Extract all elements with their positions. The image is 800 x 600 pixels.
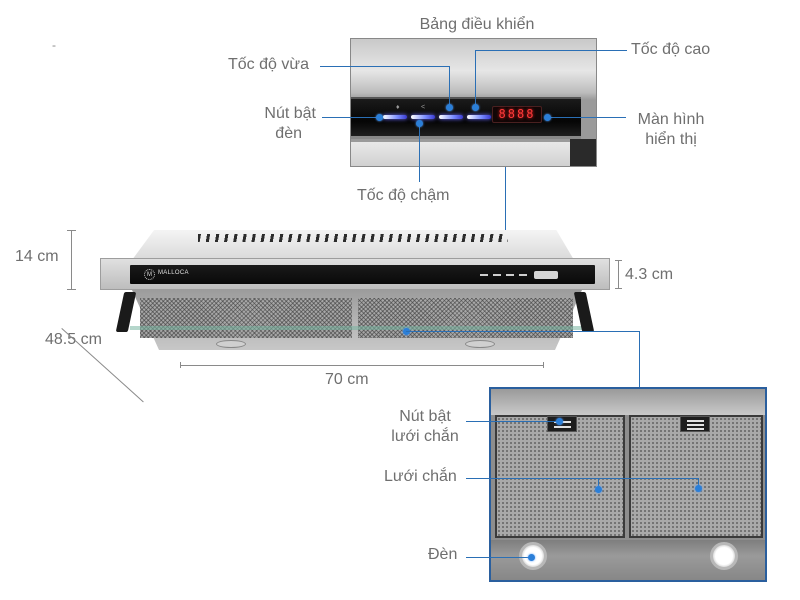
dimension-height: 14 cm [15,248,59,265]
callout-filter-release-line2: lưới chắn [391,428,459,445]
callout-line [548,117,626,118]
callout-light-button-line1: Nút bật [264,105,316,122]
dimension-tick [543,362,544,368]
underside-connector-line [639,331,640,387]
dimension-tick [180,362,181,368]
filter-release-latch-right[interactable] [680,416,710,432]
callout-medium-speed: Tốc độ vừa [228,56,309,73]
callout-low-speed: Tốc độ chậm [357,187,450,204]
light-icon: ♦ [396,104,400,111]
callout-line [419,122,420,182]
hood-display [534,271,558,279]
vent-slots [198,234,508,242]
callout-line [320,66,449,67]
dimension-width: 70 cm [325,371,369,388]
callout-light-button: Nút bật đèn [250,104,316,144]
hood-button[interactable] [480,274,488,276]
control-panel-lower-trim [351,142,596,166]
callout-line [475,50,627,51]
lamp-left [216,340,246,348]
dimension-front-panel: 4.3 cm [625,266,674,283]
callout-dot [595,486,602,493]
callout-display: Màn hình hiển thị [626,110,716,150]
callout-filter-release: Nút bật lưới chắn [384,407,466,447]
led-display: 8888 [492,106,542,123]
callout-dot [472,104,479,111]
lamp-right [465,340,495,348]
underside-top-trim [491,389,765,415]
dimension-line [71,230,72,290]
light-touch-button[interactable] [383,115,407,119]
callout-dot [556,418,563,425]
dimension-line [180,365,544,366]
callout-dot [376,114,383,121]
top-left-dash: - [52,38,56,52]
callout-display-line1: Màn hình [637,111,705,128]
filter-panel-right [629,415,763,538]
hood-button[interactable] [493,274,501,276]
dimension-tick [615,288,622,289]
callout-line [322,117,378,118]
dimension-line [618,260,619,288]
callout-line [598,478,599,488]
fan-icon: < [421,104,426,111]
callout-dot [416,120,423,127]
callout-filter-release-line1: Nút bật [399,408,451,425]
callout-light: Đèn [428,546,458,563]
panel-connector-line [505,167,506,272]
callout-dot [695,485,702,492]
dimension-tick [67,230,76,231]
callout-line [466,557,530,558]
callout-line [466,421,558,422]
brand-logo: M [144,269,155,280]
range-hood: M MALLOCA [100,230,610,360]
underside-connector-line [406,331,639,332]
hood-button[interactable] [519,274,527,276]
control-panel-title: Bảng điều khiển [419,16,535,33]
callout-line [466,478,698,479]
dimension-tick [615,260,622,261]
brand-name: MALLOCA [158,270,189,276]
callout-dot [446,104,453,111]
callout-dot [528,554,535,561]
dimension-tick [67,289,76,290]
callout-light-button-line2: đèn [275,125,302,142]
medium-speed-touch-button[interactable] [439,115,463,119]
callout-line [449,66,450,106]
hood-button[interactable] [506,274,514,276]
front-glass-strip [130,265,595,284]
filter-panel-left [495,415,625,538]
callout-dot [544,114,551,121]
callout-filter: Lưới chắn [384,468,457,485]
callout-display-line2: hiển thị [645,131,697,148]
callout-high-speed: Tốc độ cao [631,41,711,58]
light-bulb-right [710,542,738,570]
control-panel-inset [350,38,597,167]
low-speed-touch-button[interactable] [411,115,435,119]
glass-visor [130,326,585,330]
underside-inset [489,387,767,582]
high-speed-touch-button[interactable] [467,115,491,119]
callout-line [698,478,699,486]
filter-mesh-left [140,298,352,338]
control-panel-bracket [570,139,596,166]
callout-line [475,50,476,106]
filter-mesh-right [358,298,573,338]
